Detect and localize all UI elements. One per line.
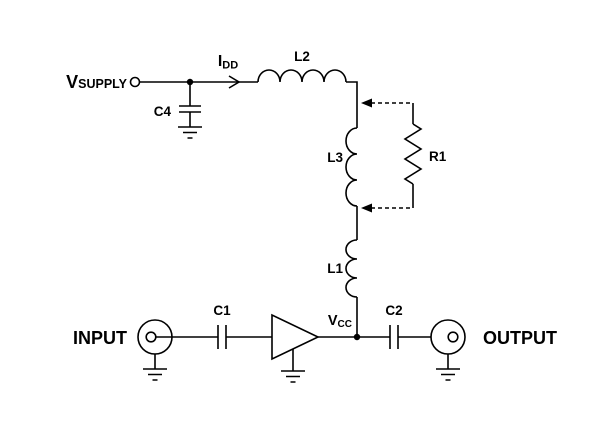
- l3-inductor: [345, 127, 358, 207]
- l1-inductor: [345, 239, 358, 298]
- idd-current-arrow-icon: [228, 75, 241, 89]
- ground-icon-output: [436, 368, 460, 381]
- vcc-label: VCC: [328, 313, 352, 330]
- c4-label: C4: [154, 104, 172, 119]
- l2-label: L2: [294, 49, 310, 64]
- idd-label: IDD: [218, 53, 238, 72]
- junction-dot-vcc: [353, 333, 361, 341]
- c2-label: C2: [385, 303, 402, 318]
- input-connector-pin-icon: [145, 331, 157, 343]
- input-label: INPUT: [73, 328, 127, 348]
- l3-label: L3: [327, 150, 343, 165]
- ground-icon-c4: [178, 126, 202, 139]
- output-label: OUTPUT: [483, 328, 557, 348]
- c2-capacitor: [389, 325, 399, 349]
- arrowhead-bottom-icon: [361, 203, 372, 213]
- vsupply-label: VSUPPLY: [66, 72, 128, 92]
- r1-resistor: [403, 123, 423, 185]
- arrowhead-top-icon: [361, 98, 372, 108]
- amplifier-icon: [271, 313, 320, 361]
- ground-icon-amp: [281, 370, 305, 383]
- c1-capacitor: [217, 325, 227, 349]
- r1-label: R1: [429, 149, 447, 164]
- c1-label: C1: [213, 303, 231, 318]
- vsupply-terminal-icon: [129, 76, 141, 88]
- l1-label: L1: [327, 261, 343, 276]
- l2-inductor: [257, 69, 347, 83]
- ground-icon-input: [143, 368, 167, 381]
- c4-capacitor: [179, 105, 201, 113]
- output-connector-pin-icon: [447, 331, 459, 343]
- wire-top-right: [346, 81, 358, 128]
